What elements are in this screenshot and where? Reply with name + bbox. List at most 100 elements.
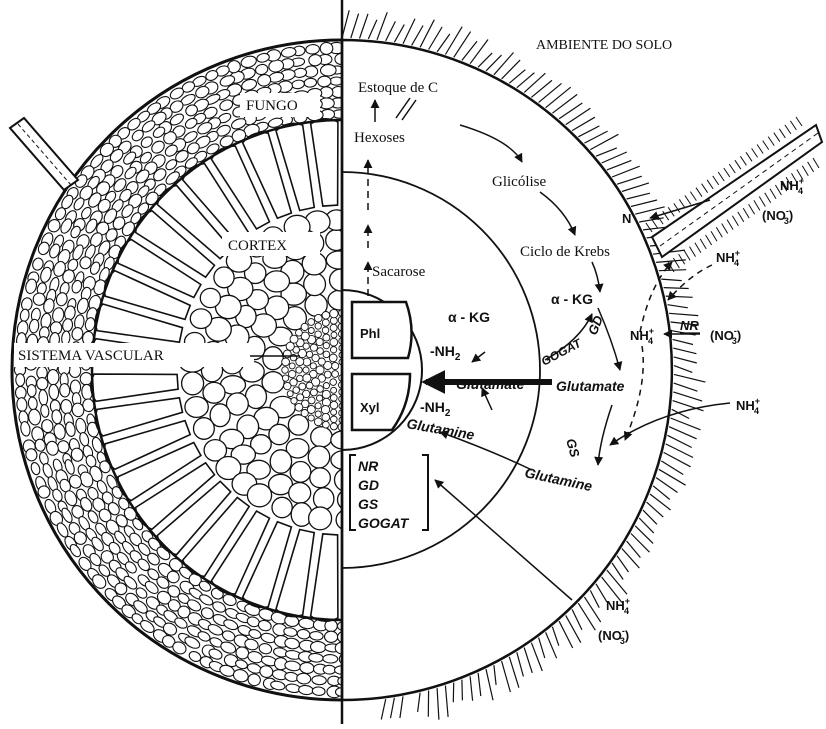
soil-hatch-line	[617, 556, 628, 572]
hypha-left	[10, 118, 78, 190]
hypha-hatch-line	[690, 192, 696, 201]
soil-hatch-line	[612, 166, 640, 177]
soil-hatch-line	[584, 597, 600, 622]
hypha-hatch-line	[713, 176, 719, 185]
nh4-c-sub: 4	[648, 336, 653, 346]
soil-hatch-line	[647, 502, 664, 517]
vascular-cell	[331, 409, 337, 415]
mantle-cell	[323, 665, 336, 674]
cortex-cell	[262, 372, 284, 393]
cortex-cell	[214, 267, 234, 288]
soil-hatch-line	[539, 638, 545, 658]
hypha-hatch-line	[738, 212, 744, 222]
soil-hatch-line	[494, 665, 496, 685]
vascular-cell	[310, 389, 317, 396]
soil-hatch-line	[673, 348, 696, 354]
nh4-e-sup: +	[625, 596, 630, 606]
soil-hatch-line	[622, 549, 640, 569]
label-nh4-lower-right: NH+4	[736, 396, 760, 416]
soil-hatch-line	[596, 148, 617, 156]
vascular-cell	[330, 324, 337, 331]
hypha-hatch-line	[702, 184, 708, 193]
soil-hatch-line	[502, 661, 511, 692]
soil-hatch-line	[671, 418, 701, 430]
hypha-hatch-line	[785, 125, 791, 134]
cortex-cell	[185, 397, 208, 418]
vascular-cell	[330, 394, 337, 401]
cortex-cell	[304, 273, 326, 296]
vascular-cell	[303, 367, 309, 373]
vascular-cell	[322, 319, 329, 326]
soil-hatch-line	[666, 296, 693, 297]
hypha-hatch-line	[796, 117, 802, 126]
soil-hatch-line	[668, 305, 688, 308]
vascular-cell	[330, 347, 336, 353]
vascular-cell	[315, 331, 322, 338]
hypha-hatch-line	[735, 160, 741, 169]
label-hexoses: Hexoses	[354, 130, 405, 146]
vascular-cell	[295, 403, 303, 411]
mantle-cell	[16, 374, 25, 387]
nh4-c-text: NH	[630, 328, 649, 343]
vascular-cell	[299, 383, 306, 390]
soil-hatch-line	[622, 183, 649, 192]
nh4-a-sub: 4	[798, 186, 803, 196]
mantle-cell	[312, 687, 325, 696]
vascular-cell	[332, 362, 339, 369]
soil-hatch-line	[418, 693, 421, 712]
label-fungo: FUNGO	[246, 98, 298, 114]
vascular-cell	[330, 317, 337, 324]
soil-hatch-line	[669, 427, 697, 439]
vascular-cell	[331, 332, 337, 338]
label-nh4-bottom: NH+4	[606, 596, 630, 616]
vascular-cell	[322, 312, 330, 320]
vascular-cell	[316, 338, 323, 345]
soil-hatch-line	[572, 609, 582, 629]
mantle-cell	[320, 42, 333, 55]
cortex-cell	[182, 372, 204, 395]
vascular-cell	[322, 413, 330, 421]
vascular-cell	[296, 358, 304, 366]
hypha-hatch-line	[695, 243, 701, 253]
soil-hatch-line	[590, 590, 599, 607]
no3-b-open: (NO	[710, 328, 734, 343]
soil-hatch-line	[445, 686, 448, 717]
vascular-cell	[323, 421, 330, 428]
hypha-hatch-line	[774, 133, 780, 142]
cortex-cell	[290, 462, 311, 483]
enzyme-gs: GS	[358, 496, 379, 512]
hypha-hatch-line	[707, 180, 713, 189]
hypha-hatch-line	[763, 141, 769, 150]
hypha-hatch-line	[813, 158, 819, 168]
hypha-hatch-line	[749, 204, 755, 214]
hypha-hatch-line	[740, 156, 746, 165]
vascular-cell	[301, 323, 308, 330]
mantle-cell	[323, 654, 338, 663]
label-cortex: CORTEX	[228, 238, 287, 254]
soil-hatch-line	[578, 603, 595, 630]
mantle-cell	[59, 383, 70, 397]
soil-hatch-line	[377, 12, 387, 40]
hypha-hatch-line	[757, 145, 763, 154]
hypha-hatch-line	[759, 197, 765, 207]
label-phl: Phl	[360, 326, 380, 341]
vascular-cell	[317, 386, 324, 393]
soil-hatch-line	[381, 699, 385, 719]
cortex-cell	[203, 382, 225, 403]
soil-hatch-line	[360, 14, 369, 39]
soil-hatch-line	[445, 27, 462, 55]
hypha-hatch-line	[746, 152, 752, 161]
vascular-cell	[330, 379, 337, 386]
soil-hatch-line	[664, 288, 689, 289]
soil-hatch-line	[635, 207, 664, 214]
vascular-cell	[322, 390, 330, 398]
soil-hatch-line	[627, 193, 650, 199]
vascular-cell	[330, 401, 338, 409]
no3-a-close: )	[789, 208, 793, 223]
vascular-cell	[323, 342, 329, 348]
soil-hatch-line	[631, 200, 657, 207]
soil-hatch-line	[478, 53, 492, 67]
soil-hatch-line	[673, 339, 693, 344]
soil-hatch-line	[437, 688, 439, 720]
